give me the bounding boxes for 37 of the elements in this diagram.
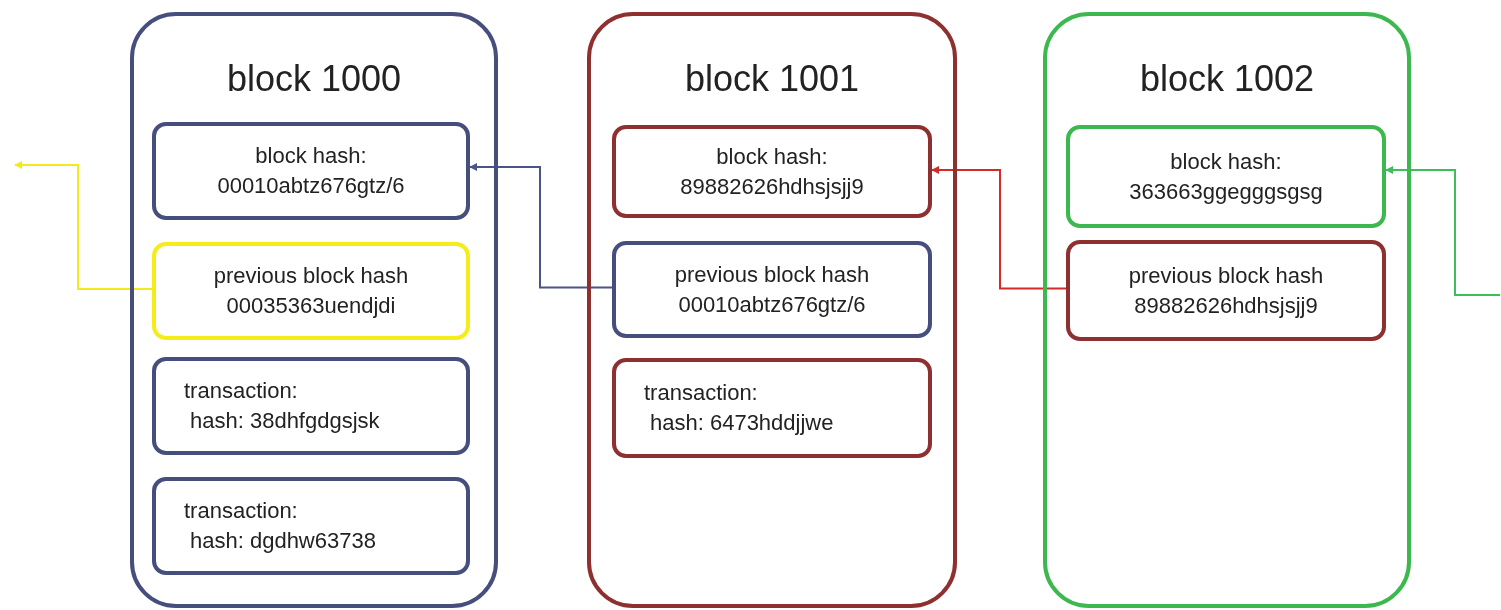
block-container — [1043, 12, 1411, 608]
field-value: 363663ggegggsgsg — [1128, 177, 1324, 206]
field-value: hash: dgdhw63738 — [189, 527, 377, 555]
field-box — [1066, 125, 1386, 228]
field-box — [152, 122, 470, 220]
field-value: 00010abtz676gtz/6 — [216, 172, 406, 200]
field-box — [152, 357, 470, 455]
field-value: 00010abtz676gtz/6 — [677, 290, 867, 319]
arrow — [14, 161, 153, 290]
field-label: transaction: — [183, 377, 299, 405]
block-title: block 1002 — [1138, 58, 1316, 100]
block-container — [587, 12, 957, 608]
field-box — [612, 358, 932, 458]
field-box — [152, 477, 470, 575]
field-value: 89882626hdhsjsjj9 — [1133, 291, 1319, 320]
field-label: block hash: — [715, 142, 829, 171]
field-box — [612, 241, 932, 338]
block-title: block 1000 — [225, 58, 403, 100]
block-title: block 1001 — [683, 58, 861, 100]
field-box — [612, 125, 932, 218]
arrow — [931, 166, 1067, 290]
field-label: previous block hash — [212, 262, 410, 290]
field-label: previous block hash — [1127, 261, 1325, 290]
field-value: hash: 38dhfgdgsjsk — [189, 407, 381, 435]
field-value: hash: 6473hddjjwe — [649, 409, 835, 437]
field-label: transaction: — [643, 379, 759, 407]
arrow — [1385, 166, 1501, 296]
field-value: 89882626hdhsjsjj9 — [679, 172, 865, 201]
field-label: block hash: — [254, 142, 368, 170]
field-label: previous block hash — [673, 260, 871, 289]
field-box — [1066, 240, 1386, 341]
field-value: 00035363uendjdi — [225, 292, 397, 320]
field-label: transaction: — [183, 497, 299, 525]
block-container — [130, 12, 498, 608]
field-box — [152, 242, 470, 340]
field-label: block hash: — [1169, 147, 1283, 176]
arrow — [469, 163, 613, 289]
